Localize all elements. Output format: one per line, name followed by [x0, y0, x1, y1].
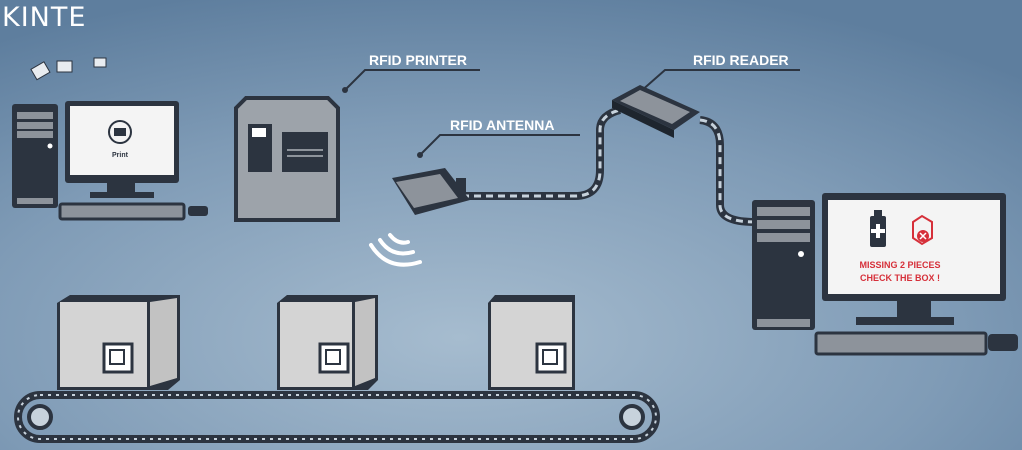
box-1	[57, 295, 180, 390]
printer-leader-line	[344, 69, 480, 91]
box-2	[277, 295, 378, 390]
screen	[70, 106, 174, 175]
print-button-label: Print	[112, 152, 129, 159]
mouse	[988, 334, 1018, 351]
rfid-tag-icon	[318, 342, 350, 374]
alert-line-1: MISSING 2 PIECES	[859, 260, 940, 270]
rfid-printer	[234, 96, 340, 222]
keyboard	[814, 331, 988, 356]
tower	[12, 104, 58, 208]
rfid-printer-label: RFID PRINTER	[369, 52, 467, 68]
rfid-antenna-label: RFID ANTENNA	[450, 117, 554, 133]
mouse	[188, 206, 208, 216]
left-computer: Print	[12, 101, 208, 221]
wheel	[27, 404, 53, 430]
box-3	[488, 295, 575, 390]
spray-bottle-icon	[870, 210, 886, 247]
keyboard	[58, 202, 186, 221]
rfid-antenna	[392, 168, 470, 215]
rfid-tag-icon	[535, 342, 567, 374]
antenna-leader-line	[419, 134, 580, 156]
screen	[828, 200, 1000, 294]
cable	[462, 106, 756, 226]
conveyor-belt	[14, 391, 660, 443]
radio-waves-icon	[369, 233, 422, 267]
tower	[752, 200, 815, 330]
wheel	[619, 404, 645, 430]
rfid-tag-icon	[102, 342, 134, 374]
reader-leader-line	[639, 69, 800, 93]
documents-icon	[30, 57, 107, 81]
watermark: KINTE	[2, 2, 87, 33]
rfid-reader	[612, 85, 700, 138]
right-computer: MISSING 2 PIECES CHECK THE BOX !	[752, 193, 1018, 356]
rfid-reader-label: RFID READER	[693, 52, 789, 68]
alert-line-2: CHECK THE BOX !	[860, 273, 940, 283]
box-error-icon	[912, 214, 933, 246]
print-icon	[108, 120, 132, 144]
